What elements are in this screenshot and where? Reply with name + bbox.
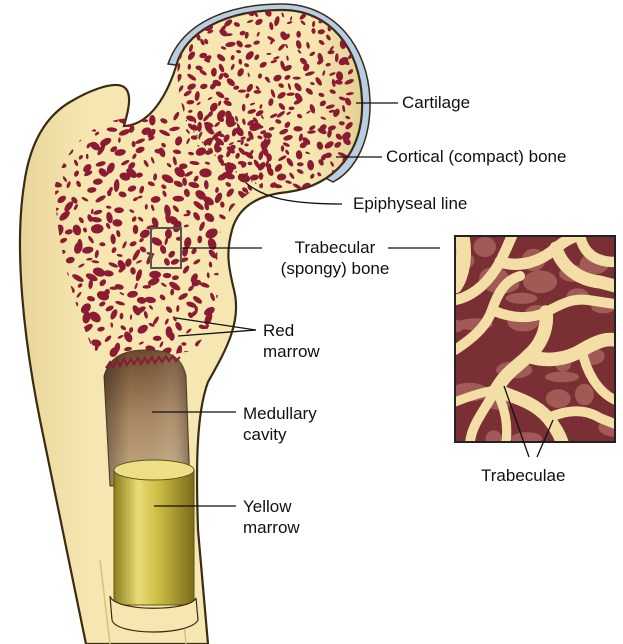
red-marrow-spot <box>246 303 259 315</box>
head-marrow-spot <box>200 14 205 17</box>
label-red-marrow-line1: Red <box>263 320 320 341</box>
label-yellow-marrow: Yellow marrow <box>243 496 300 538</box>
yellow-marrow-cylinder <box>114 460 194 611</box>
label-red-marrow-line2: marrow <box>263 341 320 362</box>
label-trabeculae: Trabeculae <box>481 465 565 486</box>
label-medullary-line1: Medullary <box>243 403 317 424</box>
red-marrow-spot <box>235 249 245 260</box>
inset-marrow-pocket <box>506 293 538 304</box>
red-marrow-spot <box>262 240 268 245</box>
red-marrow-spot <box>261 299 273 310</box>
red-marrow-spot <box>169 332 175 340</box>
red-marrow-spot <box>239 352 247 358</box>
label-epiphyseal-line: Epiphyseal line <box>353 193 467 214</box>
head-marrow-spot <box>346 19 357 29</box>
head-marrow-spot <box>347 179 351 185</box>
head-marrow-spot <box>254 125 264 129</box>
head-marrow-spot <box>340 7 347 16</box>
head-marrow-spot <box>176 31 183 37</box>
red-marrow-spot <box>149 115 155 126</box>
inset-marrow-pocket <box>545 372 579 383</box>
red-marrow-spot <box>246 232 257 247</box>
red-marrow-spot <box>250 249 262 258</box>
red-marrow-spot <box>236 314 249 323</box>
red-marrow-spot <box>232 333 244 346</box>
head-marrow-spot <box>297 162 304 166</box>
inset-marrow-pocket <box>546 389 571 408</box>
inset-marrow-pocket <box>486 430 502 447</box>
trabecula <box>455 236 464 286</box>
red-marrow-spot <box>254 270 258 276</box>
red-marrow-spot <box>259 214 267 224</box>
red-marrow-spot <box>247 340 257 346</box>
red-marrow-spot <box>237 291 245 301</box>
red-marrow-spot <box>259 289 267 299</box>
head-marrow-spot <box>193 20 201 23</box>
red-marrow-spot <box>163 273 172 278</box>
red-marrow-spot <box>250 211 258 220</box>
red-marrow-spot <box>241 323 247 326</box>
red-marrow-spot <box>250 349 254 355</box>
red-marrow-spot <box>251 226 262 236</box>
label-medullary-cavity: Medullary cavity <box>243 403 317 445</box>
red-marrow-spot <box>247 294 253 304</box>
head-marrow-spot <box>347 176 352 182</box>
red-marrow-spot <box>237 302 246 315</box>
red-marrow-spot <box>244 280 256 294</box>
red-marrow-spot <box>237 268 248 275</box>
red-marrow-spot <box>233 254 246 268</box>
red-marrow-spot <box>266 203 270 209</box>
head-marrow-spot <box>254 90 262 94</box>
inset-marrow-pocket <box>575 384 594 406</box>
head-marrow-spot <box>331 184 336 187</box>
head-marrow-spot <box>179 19 187 28</box>
head-marrow-spot <box>179 14 183 21</box>
label-cartilage: Cartilage <box>402 92 470 113</box>
red-marrow-spot <box>240 226 246 230</box>
label-red-marrow: Red marrow <box>263 320 320 362</box>
trabecular-inset <box>444 236 623 447</box>
red-marrow-spot <box>236 242 244 247</box>
label-trabecular-line1: Trabecular <box>270 237 400 258</box>
red-marrow-spot <box>133 225 139 234</box>
red-marrow-spot <box>265 225 271 230</box>
head-marrow-spot <box>348 9 352 15</box>
label-medullary-line2: cavity <box>243 424 317 445</box>
inset-marrow-pocket <box>474 237 496 257</box>
red-marrow-spot <box>261 282 266 293</box>
red-marrow-spot <box>251 256 258 263</box>
red-marrow-spot <box>234 278 245 285</box>
head-marrow-spot <box>185 16 192 21</box>
label-trabecular-bone: Trabecular (spongy) bone <box>270 237 400 279</box>
inset-marrow-pocket <box>523 271 557 294</box>
red-marrow-spot <box>247 310 256 319</box>
label-yellow-marrow-line2: marrow <box>243 517 300 538</box>
red-marrow-spot <box>264 244 267 252</box>
label-yellow-marrow-line1: Yellow <box>243 496 300 517</box>
label-trabecular-line2: (spongy) bone <box>270 258 400 279</box>
label-cortical-bone: Cortical (compact) bone <box>386 146 566 167</box>
